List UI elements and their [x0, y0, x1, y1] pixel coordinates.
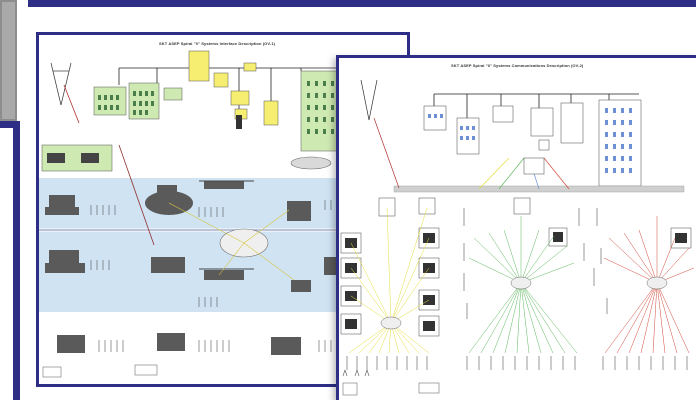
ov1-yellow-boxes — [188, 50, 279, 129]
ov2-drawing — [340, 79, 695, 396]
ov2-radial-green — [468, 216, 578, 354]
ov2-hub-red — [646, 276, 668, 290]
frame-left-bar — [13, 128, 20, 400]
frame-gap — [17, 0, 28, 121]
frame-left-ledge — [0, 121, 20, 128]
ov1-antenna-tower — [50, 62, 72, 106]
ov1-green-vehicles — [47, 153, 99, 163]
gray-tab-inner — [2, 2, 15, 119]
ov2-radial-red — [603, 216, 695, 354]
gray-corner-tab — [0, 0, 17, 121]
ov1-blimp — [290, 156, 332, 170]
ov2-hub-yellow — [380, 316, 402, 330]
ov2-hub-green — [510, 276, 532, 290]
ov1-soldier-rows — [90, 200, 344, 352]
ov2-antenna-tower — [360, 79, 378, 121]
sheet-ov2-title: SKT ASEP Spiral "0" Systems Communicatio… — [451, 63, 584, 68]
ov2-soldier-row — [342, 356, 688, 377]
frame-top-bar — [28, 0, 696, 7]
sheet-ov1-title: SKT ASEP Spiral "0" Systems Interface De… — [159, 41, 276, 46]
diagram-sheet-ov2: SKT ASEP Spiral "0" Systems Communicatio… — [336, 55, 696, 400]
